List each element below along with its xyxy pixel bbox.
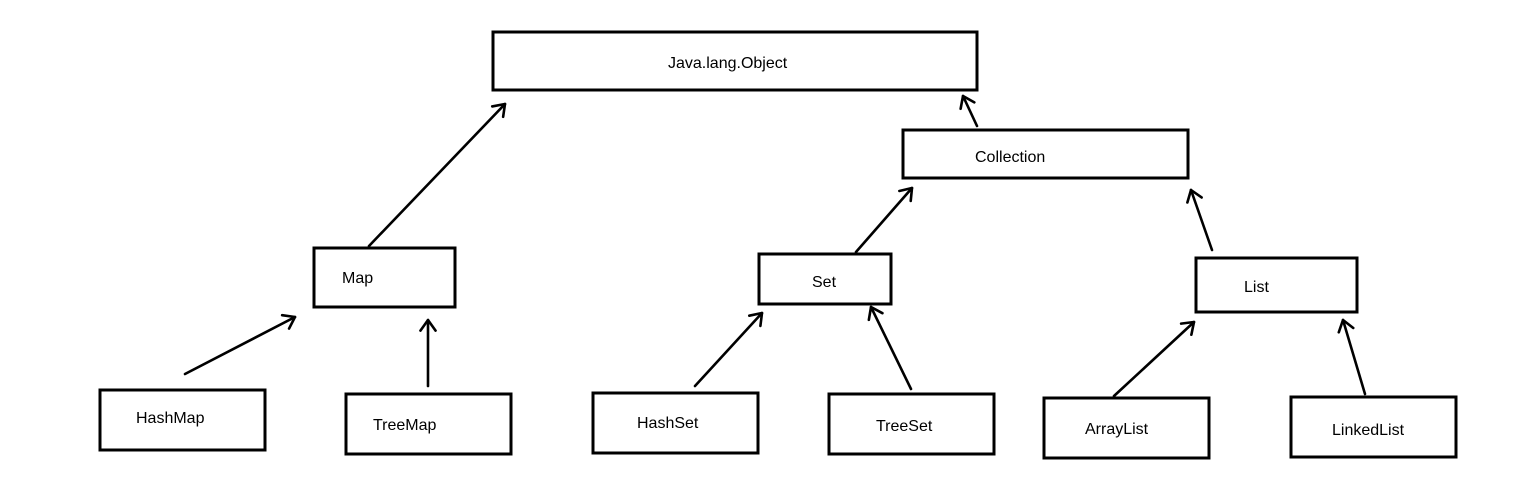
node-arraylist: ArrayList xyxy=(1042,396,1211,460)
arrowhead xyxy=(1179,320,1196,337)
node-hashset: HashSet xyxy=(591,391,760,455)
edge-list-to-collection xyxy=(1186,188,1214,252)
node-label-object: Java.lang.Object xyxy=(668,55,788,72)
arrowhead xyxy=(280,313,297,330)
node-box-hashmap xyxy=(98,388,267,452)
node-label-hashmap: HashMap xyxy=(136,410,205,427)
edge-line xyxy=(693,311,764,388)
edge-line xyxy=(854,186,914,254)
arrowhead xyxy=(1337,318,1355,334)
node-box-linkedlist xyxy=(1289,395,1458,459)
node-set: Set xyxy=(757,252,893,306)
node-object: Java.lang.Object xyxy=(491,30,979,92)
node-list: List xyxy=(1194,256,1359,314)
edge-collection-to-object xyxy=(959,94,979,128)
node-box-object xyxy=(491,30,979,92)
node-linkedlist: LinkedList xyxy=(1289,395,1458,459)
edge-line xyxy=(869,305,913,391)
node-box-hashset xyxy=(591,391,760,455)
node-label-collection: Collection xyxy=(975,149,1045,166)
edge-line xyxy=(961,94,979,128)
edge-map-to-object xyxy=(367,102,507,248)
arrowhead xyxy=(867,305,884,322)
edge-treemap-to-map xyxy=(419,318,437,388)
node-treemap: TreeMap xyxy=(344,392,513,456)
node-label-treemap: TreeMap xyxy=(373,417,437,434)
edge-hashset-to-set xyxy=(693,311,764,388)
edges-layer xyxy=(183,94,1367,398)
node-label-list: List xyxy=(1244,279,1269,296)
edge-hashmap-to-map xyxy=(183,313,297,376)
node-box-treemap xyxy=(344,392,513,456)
node-label-set: Set xyxy=(812,274,837,291)
node-label-arraylist: ArrayList xyxy=(1085,421,1149,438)
edge-line xyxy=(183,315,297,376)
edge-treeset-to-set xyxy=(867,305,913,391)
edge-line xyxy=(1189,188,1214,252)
node-label-treeset: TreeSet xyxy=(876,418,933,435)
edge-line xyxy=(1341,318,1367,396)
edge-line xyxy=(1112,320,1196,398)
node-label-linkedlist: LinkedList xyxy=(1332,422,1405,439)
arrowhead xyxy=(419,318,437,332)
node-hashmap: HashMap xyxy=(98,388,267,452)
node-collection: Collection xyxy=(901,128,1190,180)
edge-line xyxy=(367,102,507,248)
edge-arraylist-to-list xyxy=(1112,320,1196,398)
arrowhead xyxy=(959,94,976,111)
node-box-set xyxy=(757,252,893,306)
node-label-map: Map xyxy=(342,270,373,287)
arrowhead xyxy=(747,311,764,328)
node-box-treeset xyxy=(827,392,996,456)
node-box-collection xyxy=(901,128,1190,180)
arrowhead xyxy=(1186,188,1203,204)
node-box-list xyxy=(1194,256,1359,314)
node-box-map xyxy=(312,246,457,309)
node-treeset: TreeSet xyxy=(827,392,996,456)
arrowhead xyxy=(898,186,914,203)
edge-linkedlist-to-list xyxy=(1337,318,1367,396)
node-label-hashset: HashSet xyxy=(637,415,699,432)
edge-set-to-collection xyxy=(854,186,914,254)
node-map: Map xyxy=(312,246,457,309)
arrowhead xyxy=(490,102,507,119)
node-box-arraylist xyxy=(1042,396,1211,460)
